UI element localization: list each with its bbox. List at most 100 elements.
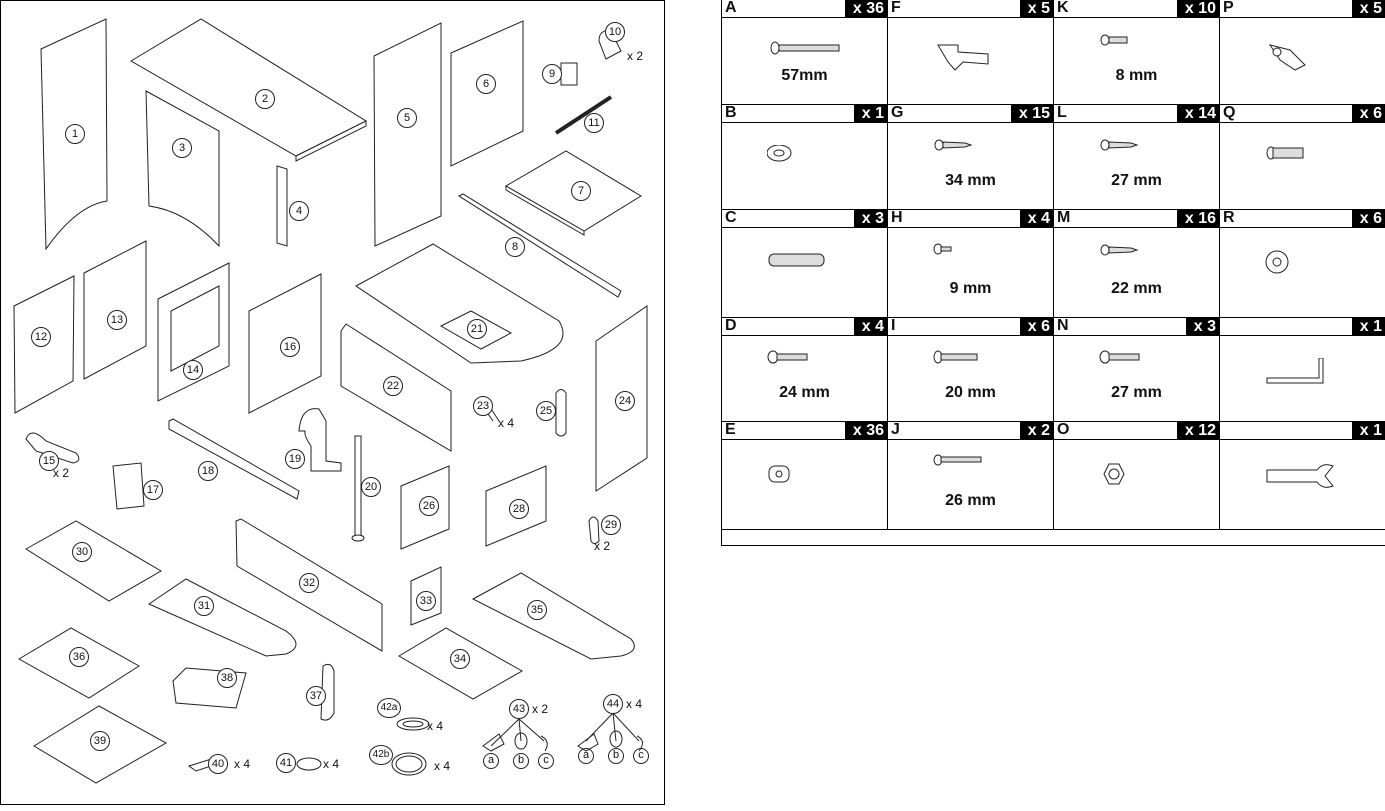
- hardware-count: x 14: [1176, 105, 1219, 122]
- hardware-size: 57mm: [781, 67, 828, 84]
- hardware-count: x 3: [1185, 318, 1219, 335]
- hardware-letter: J: [891, 421, 900, 438]
- tiny-screw-icon: [933, 243, 952, 255]
- part-40-label: 40: [208, 754, 228, 774]
- hardware-count: x 36: [844, 422, 887, 439]
- hardware-count: x 5: [1351, 0, 1385, 17]
- part-14-label: 14: [183, 360, 203, 380]
- part-36-label: 36: [69, 647, 89, 667]
- hardware-size: 20 mm: [945, 384, 996, 401]
- part-9-label: 9: [542, 64, 562, 84]
- short-screw-icon: [1100, 34, 1128, 46]
- part-3-label: 3: [172, 138, 192, 158]
- part-12-label: 12: [31, 327, 51, 347]
- hardware-letter: O: [1057, 421, 1070, 438]
- part-24-label: 24: [615, 391, 635, 411]
- hardware-count: x 10: [1176, 0, 1219, 17]
- part-29-qty: x 2: [594, 539, 611, 553]
- part-26-label: 26: [419, 496, 439, 516]
- part-31-label: 31: [194, 596, 214, 616]
- hardware-count: x 3: [853, 210, 887, 227]
- hardware-cell-header: x 1: [1220, 422, 1385, 440]
- hardware-letter: P: [1223, 0, 1234, 16]
- hardware-size: 8 mm: [1115, 67, 1158, 84]
- allen-key-icon: [1266, 358, 1324, 384]
- hardware-letter: G: [891, 104, 904, 121]
- hardware-count: x 4: [1019, 210, 1053, 227]
- hardware-count: x 6: [1351, 210, 1385, 227]
- wood-screw-icon: [1100, 139, 1139, 151]
- part-23-qty: x 4: [498, 416, 515, 430]
- part-42b-label: 42b: [369, 745, 393, 765]
- part-16-label: 16: [280, 337, 300, 357]
- part-6-label: 6: [476, 74, 496, 94]
- long-screw-icon: [933, 454, 982, 466]
- hardware-count: x 6: [1351, 105, 1385, 122]
- part-40-qty: x 4: [234, 757, 251, 771]
- part-44c-label: c: [633, 748, 649, 764]
- part-43-qty: x 2: [532, 702, 549, 716]
- part-43c-label: c: [538, 753, 554, 769]
- part-33-label: 33: [416, 591, 436, 611]
- hardware-count: x 6: [1019, 318, 1053, 335]
- part-28-label: 28: [509, 499, 529, 519]
- hardware-size: 22 mm: [1111, 280, 1162, 297]
- hardware-size: 27 mm: [1111, 384, 1162, 401]
- part-25-label: 25: [536, 401, 556, 421]
- hardware-count: x 5: [1019, 0, 1053, 17]
- part-7-label: 7: [571, 181, 591, 201]
- hardware-size: 26 mm: [945, 492, 996, 509]
- part-44-qty: x 4: [626, 697, 643, 711]
- part-34-label: 34: [450, 649, 470, 669]
- part-42a-label: 42a: [377, 698, 401, 718]
- part-10-label: 10: [605, 22, 625, 42]
- long-bolt-icon: [770, 41, 840, 55]
- part-13-label: 13: [107, 310, 127, 330]
- part-10-qty: x 2: [627, 49, 644, 63]
- hex-nut-icon: [1103, 463, 1125, 485]
- hardware-letter: D: [725, 317, 737, 334]
- hardware-size: 9 mm: [949, 280, 992, 297]
- part-29-label: 29: [601, 515, 621, 535]
- hardware-letter: F: [891, 0, 901, 16]
- bracket-icon: [937, 44, 989, 71]
- part-4-label: 4: [289, 201, 309, 221]
- wood-screw-icon: [934, 139, 973, 151]
- part-39-label: 39: [90, 731, 110, 751]
- part-17-label: 17: [143, 480, 163, 500]
- machine-screw-icon: [767, 350, 808, 364]
- part-11-label: 11: [584, 113, 604, 133]
- hardware-letter: R: [1223, 209, 1235, 226]
- part-35-label: 35: [527, 600, 547, 620]
- hardware-count: x 1: [853, 105, 887, 122]
- part-42b-qty: x 4: [434, 759, 451, 773]
- hardware-letter: N: [1057, 317, 1069, 334]
- part-44-label: 44: [603, 694, 623, 714]
- hardware-letter: K: [1057, 0, 1069, 16]
- hinge-clip-icon: [1268, 44, 1306, 71]
